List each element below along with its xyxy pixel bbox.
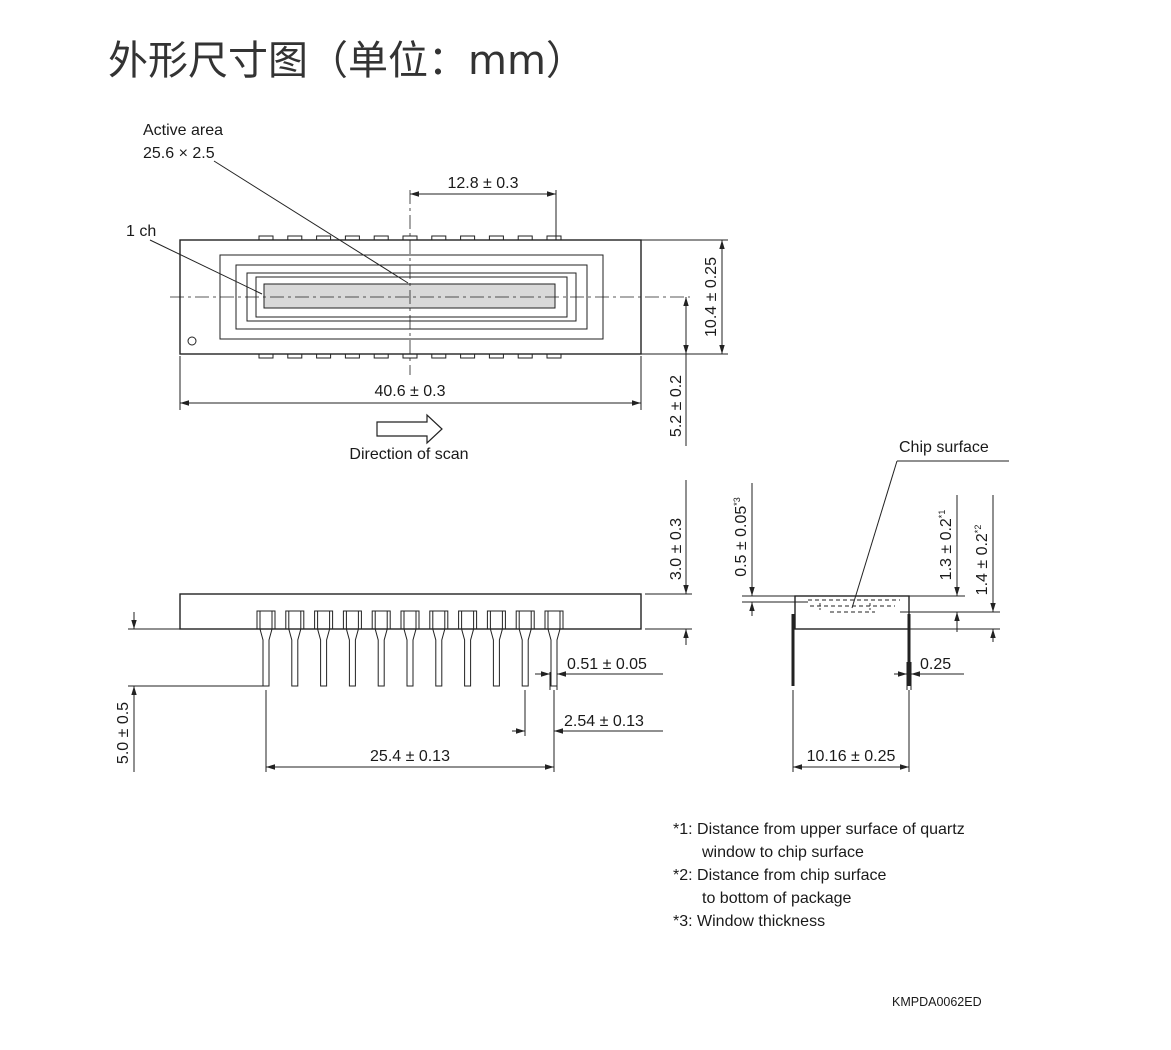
chip-surface-label: Chip surface [899,439,989,456]
note-3: *3: Window thickness [673,913,825,930]
dim-row-spacing-label: 10.16 ± 0.25 [807,748,896,765]
dim-pitch-label: 2.54 ± 0.13 [564,713,644,730]
side-view-leads [256,610,564,687]
footnotes: *1: Distance from upper surface of quart… [673,821,965,930]
top-view [149,160,728,446]
chip-surface-leader [851,460,898,609]
side-lead [314,610,334,687]
scan-direction-label: Direction of scan [349,446,468,463]
active-area [263,283,556,309]
side-lead [458,610,478,687]
side-lead [342,610,362,687]
dim-lead-thickness-label: 0.25 [920,656,951,673]
side-lead [486,610,506,687]
side-lead [285,610,305,687]
dim-center-offset-label: 12.8 ± 0.3 [447,175,518,192]
side-lead [515,610,535,687]
drawing-code: KMPDA0062ED [892,995,982,1009]
dim-width-label: 10.4 ± 0.25 [703,257,720,337]
side-lead [256,610,276,687]
dim-window-thickness-label: 0.5 ± 0.05*3 [732,497,750,577]
dim-lead-length-label: 5.0 ± 0.5 [115,702,132,764]
pin1-marker [187,336,197,346]
package-body-end [794,595,910,630]
side-lead [400,610,420,687]
dim-chip-to-bottom-label: 1.4 ± 0.2*2 [973,525,991,596]
active-area-leader [213,160,409,284]
active-area-label: Active area [143,122,223,139]
side-lead [371,610,391,687]
note-1: *1: Distance from upper surface of quart… [673,821,965,838]
dim-lead-width-label: 0.51 ± 0.05 [567,656,647,673]
end-view [742,460,1009,772]
window-frame-2 [235,264,588,330]
note-2: *2: Distance from chip surface [673,867,887,884]
note-1-cont: window to chip surface [701,844,864,861]
side-view [128,480,692,772]
ch1-leader [149,239,263,295]
ch1-label: 1 ch [126,223,156,240]
dim-body-height-label: 3.0 ± 0.3 [668,518,685,580]
dim-center-height-label: 5.2 ± 0.2 [668,375,685,437]
active-area-size: 25.6 × 2.5 [143,145,215,162]
scan-direction-arrow [376,413,443,445]
side-lead [429,610,449,687]
page-title: 外形尺寸图（单位：mm） [108,38,586,84]
side-lead [544,610,564,687]
chip-window-dashed-2 [819,603,871,610]
dim-pin-span-label: 25.4 ± 0.13 [370,748,450,765]
note-2-cont: to bottom of package [702,890,852,907]
dim-length-label: 40.6 ± 0.3 [374,383,445,400]
dim-window-to-chip-label: 1.3 ± 0.2*1 [937,510,955,581]
